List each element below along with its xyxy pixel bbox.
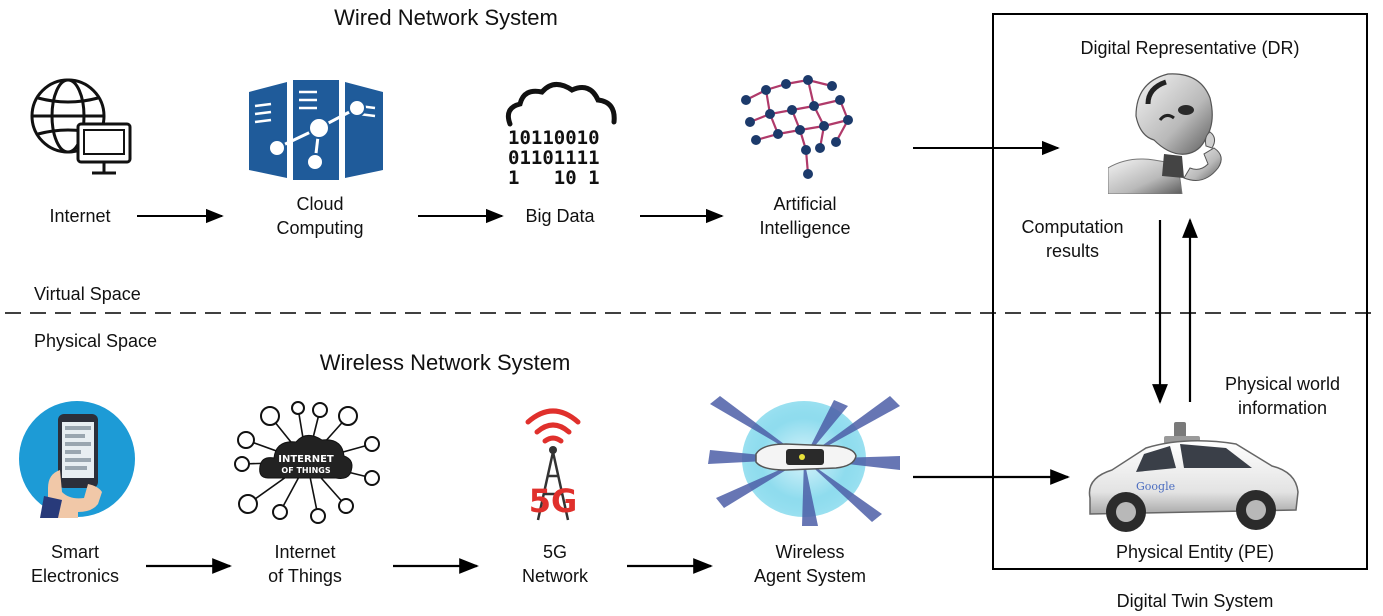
digital-twin-system-label: Digital Twin System (1116, 591, 1274, 611)
car-brand-text: Google (1136, 480, 1175, 493)
brain-circuit-icon (741, 75, 853, 179)
wireless-agent-system-label: Wireless Agent System (753, 542, 867, 586)
5g-text: 5G (529, 482, 578, 520)
artificial-intelligence-label: Artificial Intelligence (759, 194, 851, 238)
computation-results-label: Computation results (1021, 217, 1124, 261)
self-driving-car-icon: Google (1088, 422, 1299, 532)
physical-entity-label: Physical Entity (PE) (1115, 542, 1275, 562)
binary-line-2: 01101111 (508, 147, 600, 169)
car-sensor-icon (708, 396, 900, 526)
iot-cloud-text-1: INTERNET (278, 454, 334, 465)
digital-twin-box (992, 13, 1368, 570)
binary-line-1: 10110010 (508, 127, 600, 149)
physical-space-label: Physical Space (34, 331, 158, 351)
5g-network-label: 5G Network (521, 542, 588, 586)
cloud-server-icon (249, 80, 383, 180)
internet-label: Internet (49, 206, 111, 226)
internet-of-things-label: Internet of Things (268, 542, 342, 586)
iot-cloud-icon: INTERNET OF THINGS (234, 401, 380, 524)
5g-tower-icon: 5G (525, 408, 581, 521)
smartphone-hand-icon (19, 401, 135, 518)
wired-network-title: Wired Network System (334, 5, 558, 30)
physical-world-information-label: Physical world information (1224, 374, 1341, 418)
iot-cloud-text-2: OF THINGS (281, 466, 330, 475)
binary-line-3: 1 10 1 (508, 167, 600, 189)
big-data-label: Big Data (525, 206, 595, 226)
virtual-space-label: Virtual Space (34, 284, 141, 304)
smart-electronics-label: Smart Electronics (30, 542, 120, 586)
wireless-network-title: Wireless Network System (319, 350, 571, 375)
digital-representative-label: Digital Representative (DR) (1080, 38, 1300, 58)
cloud-computing-label: Cloud Computing (276, 194, 364, 238)
globe-monitor-icon (30, 78, 132, 175)
robot-thinker-icon (1108, 73, 1222, 194)
cloud-binary-icon: 10110010 01101111 1 10 1 (505, 82, 617, 189)
